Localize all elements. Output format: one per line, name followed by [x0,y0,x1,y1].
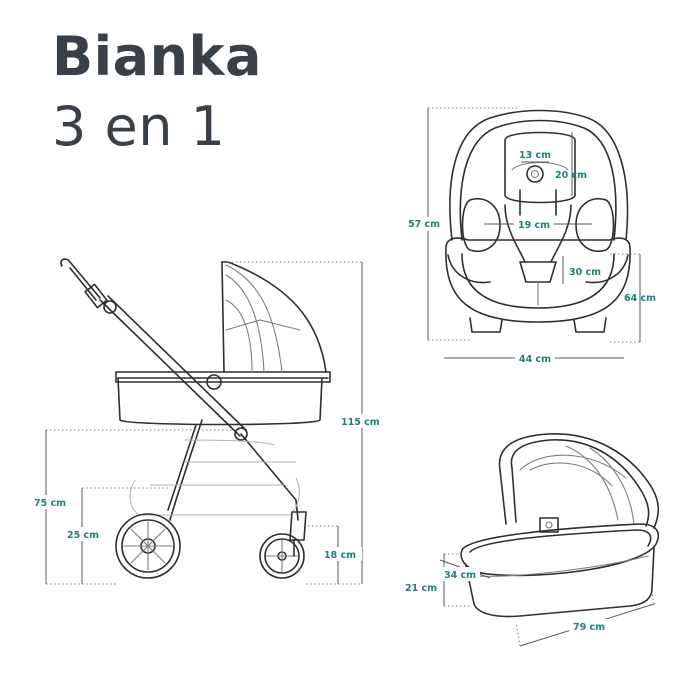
stroller-total-height-label: 115 cm [341,417,380,428]
car-seat-illustration [445,109,631,333]
car-seat-shoulder-width-label: 19 cm [518,220,550,231]
carrycot-inner-width-label: 34 cm [444,570,476,581]
car-seat-height-label: 57 cm [408,219,440,230]
carrycot-height-label: 21 cm [405,583,437,594]
car-seat-headrest-height-label: 20 cm [555,170,587,181]
product-subtitle: 3 en 1 [52,95,226,158]
stroller-seat-height-label: 75 cm [34,498,66,509]
product-title: Bianka [52,25,262,88]
carrycot-length-label: 79 cm [573,622,605,633]
car-seat-dimensions [427,107,641,359]
car-seat-width-label: 44 cm [519,354,551,365]
car-seat-depth-label: 30 cm [569,267,601,278]
stroller-wheel-label: 18 cm [324,550,356,561]
stroller-illustration [60,258,331,579]
car-seat-headrest-width-label: 13 cm [519,150,551,161]
car-seat-base-height-label: 64 cm [624,293,656,304]
stroller-frame-height-label: 25 cm [67,530,99,541]
carrycot-illustration [460,433,660,618]
